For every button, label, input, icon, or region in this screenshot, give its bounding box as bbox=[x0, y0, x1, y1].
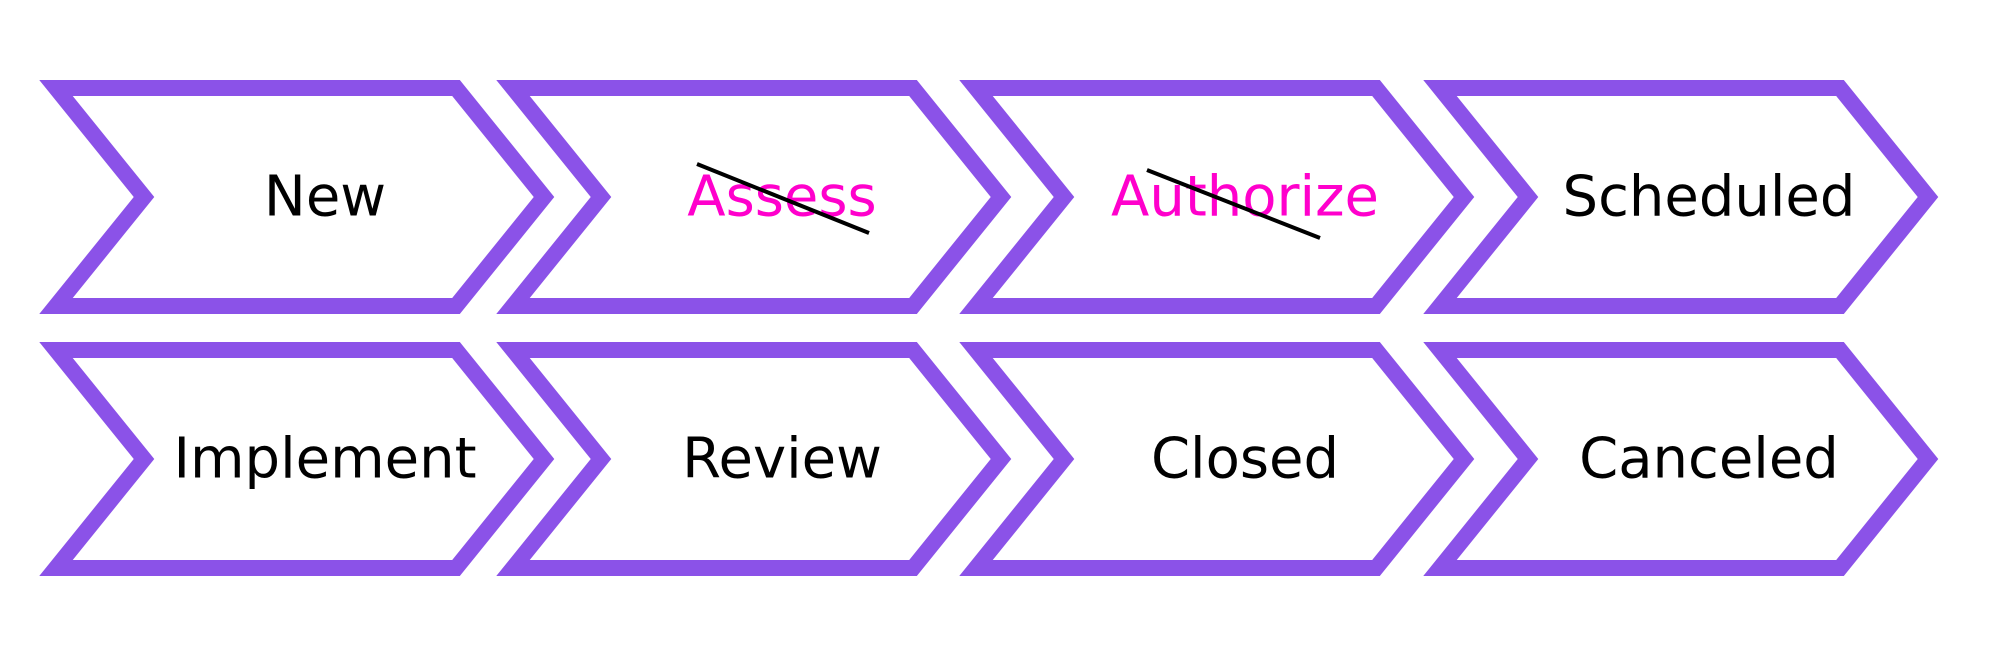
chevron-step-scheduled: Scheduled bbox=[1423, 80, 1939, 314]
chevron-shape bbox=[1423, 342, 1939, 576]
chevron-label: Canceled bbox=[1579, 427, 1839, 492]
chevron-label: Review bbox=[682, 427, 882, 492]
strikethrough-line bbox=[1146, 168, 1321, 240]
chevron-step-review: Review bbox=[496, 342, 1012, 576]
chevron-step-canceled: Canceled bbox=[1423, 342, 1939, 576]
chevron-step-authorize: Authorize bbox=[959, 80, 1475, 314]
chevron-label: Scheduled bbox=[1563, 165, 1856, 230]
chevron-label: Closed bbox=[1151, 427, 1339, 492]
chevron-label: Authorize bbox=[1111, 165, 1379, 230]
chevron-shape bbox=[959, 342, 1475, 576]
chevron-shape bbox=[1423, 80, 1939, 314]
chevron-step-closed: Closed bbox=[959, 342, 1475, 576]
chevron-step-assess: Assess bbox=[496, 80, 1012, 314]
chevron-shape bbox=[496, 342, 1012, 576]
chevron-label: Implement bbox=[173, 427, 476, 492]
strikethrough-line bbox=[696, 162, 870, 235]
chevron-shape bbox=[39, 342, 555, 576]
chevron-step-implement: Implement bbox=[39, 342, 555, 576]
chevron-shape bbox=[39, 80, 555, 314]
chevron-shape bbox=[496, 80, 1012, 314]
chevron-step-new: New bbox=[39, 80, 555, 314]
chevron-label: New bbox=[264, 165, 386, 230]
